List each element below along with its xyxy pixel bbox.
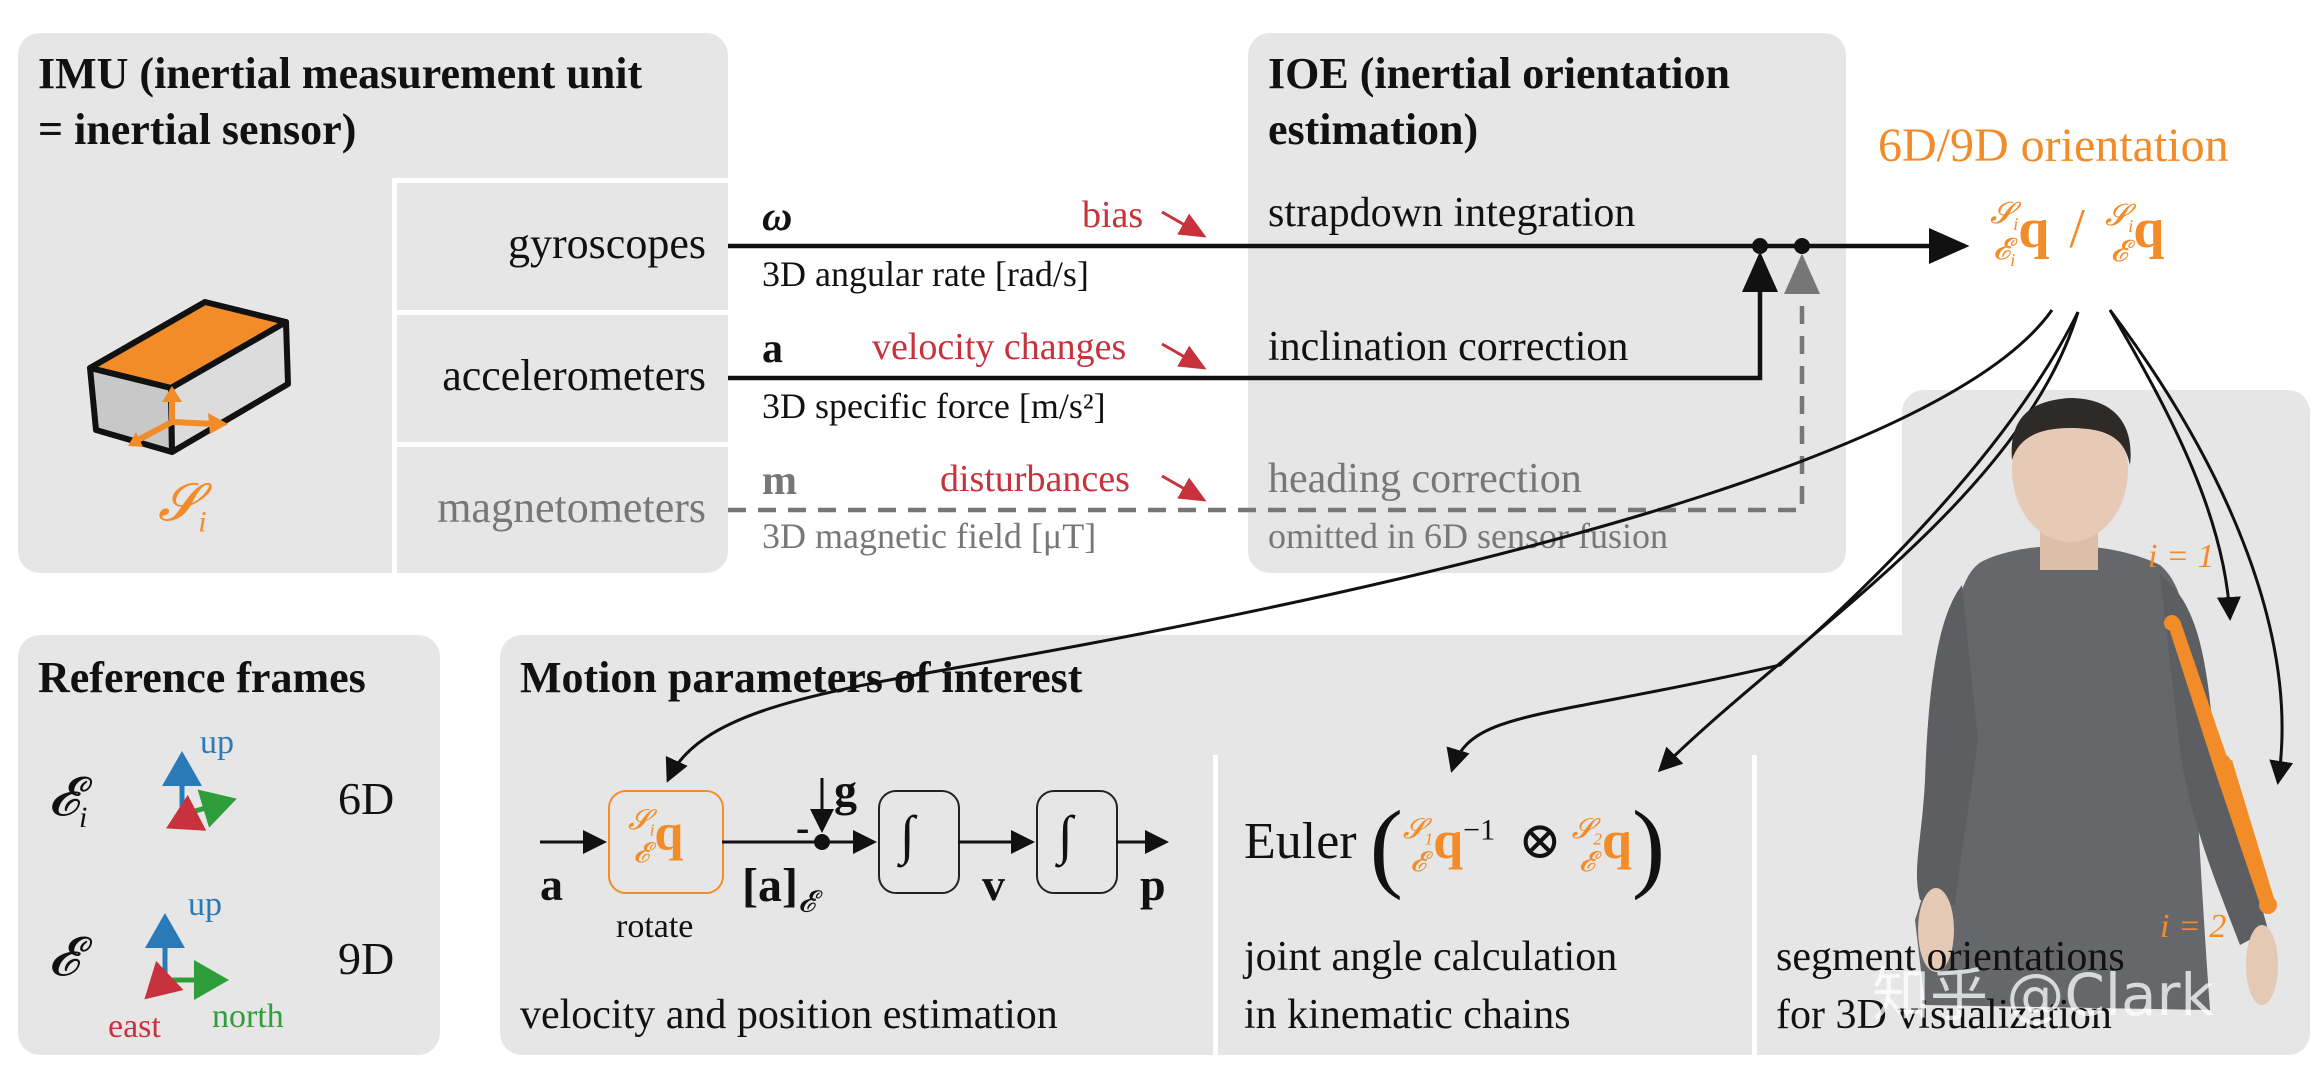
joint-caption-1: joint angle calculation <box>1244 934 1618 980</box>
imu-column-divider <box>392 178 397 573</box>
velocity-caption: velocity and position estimation <box>520 992 1058 1038</box>
orientation-title: 6D/9D orientation <box>1878 119 2229 172</box>
imu-row-divider-2 <box>392 310 728 315</box>
rotate-block-quaternion: 𝓢i 𝓔 q <box>628 804 684 870</box>
axis-up-label-9d: up <box>188 886 222 923</box>
rotate-block <box>608 790 724 894</box>
error-velocity-changes: velocity changes <box>872 326 1127 368</box>
reference-frames-title: Reference frames <box>38 653 366 702</box>
position-p: p <box>1140 859 1166 910</box>
rotate-label: rotate <box>616 908 694 945</box>
ref-frame-ei: 𝓔i <box>48 767 88 834</box>
signal-symbol-omega: ω <box>762 194 793 240</box>
sensor-label-gyroscopes: gyroscopes <box>508 219 706 268</box>
axis-up-label-6d: up <box>200 724 234 761</box>
error-disturbances: disturbances <box>940 458 1130 500</box>
velocity-v: v <box>982 859 1005 910</box>
gravity-minus: - <box>796 805 810 850</box>
imu-title: IMU (inertial measurement unit = inertia… <box>38 49 643 155</box>
ref-dim-6d: 6D <box>338 773 395 824</box>
ioe-step-inclination: inclination correction <box>1268 324 1629 370</box>
signal-symbol-a: a <box>762 326 783 372</box>
signal-desc-acc: 3D specific force [m/s²] <box>762 386 1106 426</box>
orientation-quaternion: 𝓢i 𝓔i q / 𝓢i 𝓔 q <box>1990 197 2165 270</box>
integral-symbol-2: ∫ <box>1058 805 1073 865</box>
ioe-step-heading: heading correction <box>1268 456 1582 502</box>
segment-label-1: i = 1 <box>2148 538 2215 575</box>
motion-divider-1 <box>1213 755 1218 1055</box>
pipeline-input-a: a <box>540 859 563 910</box>
ioe-title: IOE (inertial orientation estimation) <box>1268 49 1730 155</box>
axis-north-label: north <box>212 998 284 1035</box>
imu-row-divider-1 <box>392 178 728 183</box>
bracket-a-global: [a]𝓔 <box>742 859 816 919</box>
ioe-step-strapdown: strapdown integration <box>1268 190 1636 236</box>
watermark: 知乎 @Clark <box>1872 961 2215 1029</box>
ref-frame-e: 𝓔 <box>48 927 79 987</box>
segment-caption-2: for 3D visualization <box>1776 992 2112 1038</box>
imu-panel <box>18 33 728 573</box>
imu-frame-label: 𝓢i <box>158 475 207 539</box>
ref-dim-9d: 9D <box>338 933 395 984</box>
sensor-label-accelerometers: accelerometers <box>442 351 706 400</box>
motion-divider-2 <box>1752 755 1757 1055</box>
joint-caption-2: in kinematic chains <box>1244 992 1571 1038</box>
error-bias: bias <box>1082 194 1144 236</box>
reference-frames-panel <box>18 635 440 1055</box>
axis-east-label: east <box>108 1008 161 1045</box>
sensor-label-magnetometers: magnetometers <box>437 483 706 532</box>
imu-row-divider-3 <box>392 442 728 447</box>
integral-symbol-1: ∫ <box>900 805 915 865</box>
signal-symbol-m: m <box>762 458 797 504</box>
gravity-g: g <box>834 765 857 816</box>
signal-desc-mag: 3D magnetic field [μT] <box>762 516 1097 556</box>
segment-label-2: i = 2 <box>2160 908 2227 945</box>
signal-desc-gyro: 3D angular rate [rad/s] <box>762 254 1089 294</box>
ioe-note: omitted in 6D sensor fusion <box>1268 516 1668 556</box>
segment-caption-1: segment orientations <box>1776 934 2125 980</box>
ioe-panel <box>1248 33 1846 573</box>
euler-formula: Euler ( 𝓢1 𝓔 q−1 ⊗ 𝓢2 𝓔 q) <box>1244 790 1666 901</box>
